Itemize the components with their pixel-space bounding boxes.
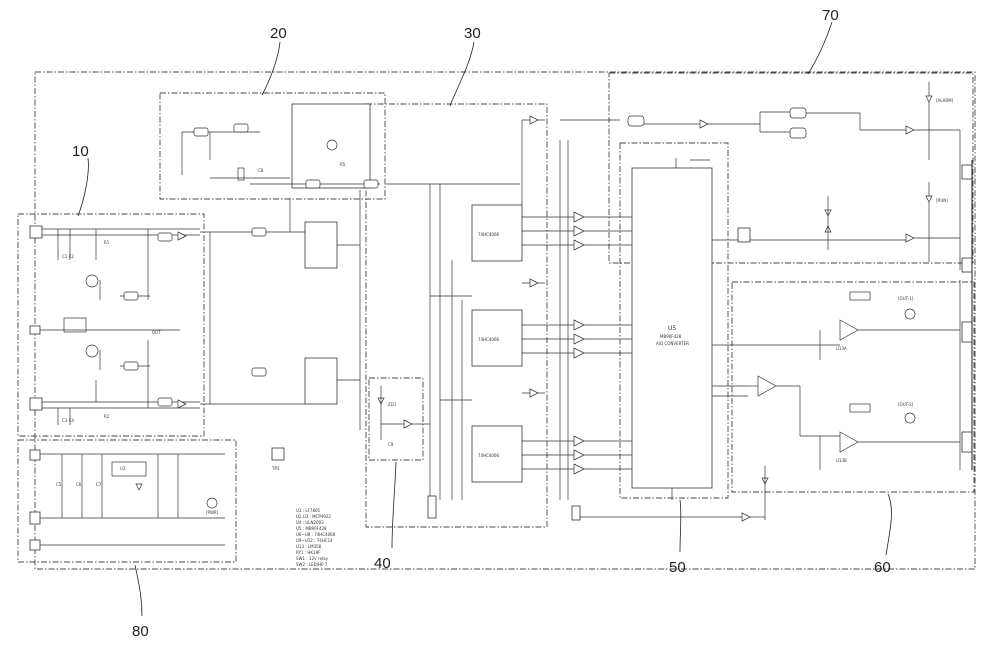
svg-text:R5: R5 (340, 162, 346, 167)
ref-numeral-60: 60 (874, 559, 891, 576)
u5-ref: U5 (668, 325, 676, 332)
mcu-u5: U5 MB90F428 A/D CONVERTER (632, 158, 748, 500)
leader-70 (808, 22, 832, 74)
svg-text:OUT: OUT (152, 330, 161, 335)
leader-60 (886, 494, 892, 555)
svg-text:74HC4066: 74HC4066 (478, 337, 500, 342)
block-70-wiring: [ALARM] [RUN] (560, 82, 972, 272)
leader-30 (450, 42, 474, 106)
block-30-wiring: 74HC4066 74HC4066 74HC4066 (386, 116, 580, 520)
leader-20 (262, 42, 280, 95)
legend-line: U4 : ULN2003 (296, 520, 324, 525)
component-legend: U1 : LF7805 U2,U3 : MCP4922 U4 : ULN2003… (296, 508, 336, 567)
block-40-wiring: ZD1 C9 (378, 386, 430, 447)
svg-text:C8: C8 (258, 168, 264, 173)
out2-label: [OUT-2] (898, 402, 914, 407)
middle-ics: TP1 (200, 190, 360, 471)
u5-part: MB90F428 (660, 334, 682, 339)
legend-line: SW1 : 12V relay (296, 556, 329, 561)
leader-40 (392, 462, 396, 548)
ref-numeral-50: 50 (669, 559, 686, 576)
led-alarm-label: [ALARM] (936, 98, 954, 103)
legend-line: U9~U12 : 74HC14 (296, 538, 333, 543)
u5-function: A/D CONVERTER (656, 341, 689, 346)
legend-line: U13 : LM358 (296, 544, 322, 549)
svg-text:U13A: U13A (836, 346, 847, 351)
out1-label: [OUT-1] (898, 296, 914, 301)
svg-text:C9: C9 (388, 442, 394, 447)
svg-text:R1: R1 (104, 240, 110, 245)
ref-numeral-20: 20 (270, 25, 287, 42)
block-80-wiring: [PWR] C5 C6 C7 U1 (30, 450, 225, 550)
legend-line: SW2 : LED/HP 7 (296, 562, 328, 567)
legend-line: U2,U3 : MCP4922 (296, 514, 331, 519)
block-40-reference-section (369, 378, 423, 460)
svg-text:U1: U1 (120, 466, 126, 471)
ref-numeral-10: 10 (72, 143, 89, 160)
legend-line: U5 : MB90F428 (296, 526, 327, 531)
svg-text:U13B: U13B (836, 458, 847, 463)
svg-text:C7: C7 (96, 482, 102, 487)
legend-line: U1 : LF7805 (296, 508, 321, 513)
svg-text:C3 C4: C3 C4 (62, 418, 74, 423)
block-80-power-section (18, 440, 236, 562)
block-60-wiring: [OUT-1] [OUT-2] U13A U13B (740, 280, 972, 470)
ref-numeral-80: 80 (132, 623, 149, 640)
ref-numeral-40: 40 (374, 555, 391, 572)
buffer-array (522, 140, 632, 500)
leader-50 (680, 500, 681, 552)
legend-line: RY1 : HK19F (296, 550, 321, 555)
svg-text:R2: R2 (104, 414, 110, 419)
block-20-wiring: C8 R5 (182, 104, 380, 188)
power-led-label: [PWR] (206, 510, 219, 515)
ref-numeral-30: 30 (464, 25, 481, 42)
svg-text:74HC4066: 74HC4066 (478, 453, 500, 458)
svg-text:TP1: TP1 (271, 466, 280, 471)
svg-text:C6: C6 (76, 482, 82, 487)
led-run-label: [RUN] (936, 198, 948, 203)
block-10-input-section (18, 214, 204, 436)
legend-line: U6~U8 : 74HC4066 (296, 532, 336, 537)
svg-text:C5: C5 (56, 482, 62, 487)
leader-10 (78, 158, 88, 216)
svg-text:ZD1: ZD1 (388, 402, 397, 407)
leader-80 (135, 565, 142, 616)
svg-text:74HC4066: 74HC4066 (478, 232, 500, 237)
ref-numeral-70: 70 (822, 7, 839, 24)
block-10-wiring: C1 C2 C3 C4 R1 R2 OUT (30, 226, 200, 425)
svg-text:C1 C2: C1 C2 (62, 254, 74, 259)
